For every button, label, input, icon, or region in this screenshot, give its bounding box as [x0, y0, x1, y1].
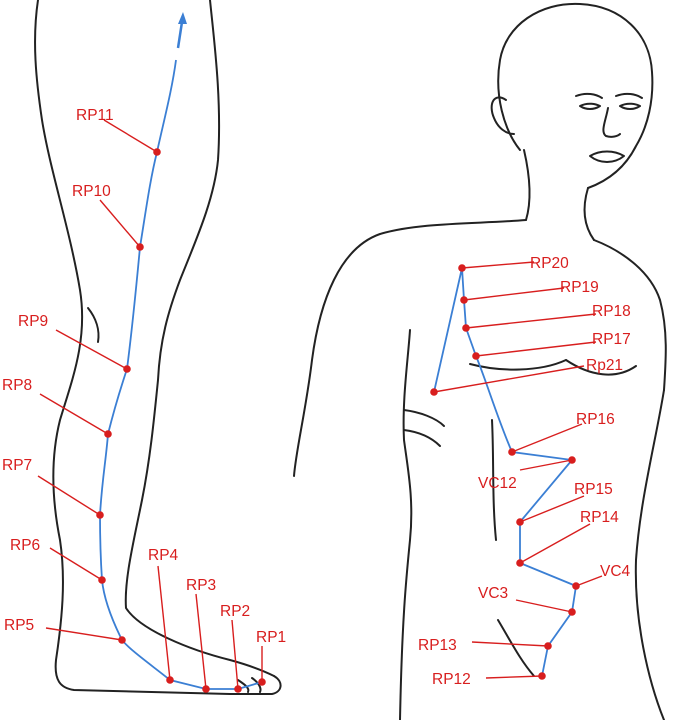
torso-meridian-line [433, 267, 577, 677]
leg-outline [34, 0, 282, 695]
acupoint-rp3: RP3 [186, 577, 216, 693]
label-rp9: RP9 [18, 313, 48, 330]
label-rp20: RP20 [530, 255, 569, 272]
label-rp7: RP7 [2, 457, 32, 474]
acupoint-rp10: RP10 [72, 183, 144, 251]
label-rp15: RP15 [574, 481, 613, 498]
acupoint-rp15: RP15 [516, 481, 613, 526]
label-rp18: RP18 [592, 303, 631, 320]
acupoint-vc12: VC12 [478, 456, 576, 492]
leg-meridian-arrow-shaft [176, 21, 184, 49]
label-rp4: RP4 [148, 547, 179, 564]
up-arrow-icon [178, 12, 187, 24]
leg-meridian-line [99, 59, 263, 690]
acupoint-vc3: VC3 [478, 585, 576, 616]
acupoint-rp14: RP14 [516, 509, 619, 567]
acupoint-rp13: RP13 [418, 637, 552, 654]
acupoint-rp8: RP8 [2, 377, 112, 438]
label-rp8: RP8 [2, 377, 32, 394]
label-rp12: RP12 [432, 671, 471, 688]
acupoint-rp17: RP17 [472, 331, 631, 360]
label-rp11: RP11 [76, 107, 114, 124]
label-rp13: RP13 [418, 637, 457, 654]
label-rp19: RP19 [560, 279, 599, 296]
label-rp1: RP1 [256, 629, 286, 646]
label-rp10: RP10 [72, 183, 111, 200]
acupoint-rp11: RP11 [76, 107, 161, 156]
label-rp5: RP5 [4, 617, 34, 634]
label-rp3: RP3 [186, 577, 216, 594]
torso-point-layer: RP12 RP13 VC3 VC4 RP14 RP [418, 255, 631, 688]
acupoint-rp5: RP5 [4, 617, 126, 644]
acupoint-rp9: RP9 [18, 313, 131, 373]
label-vc12: VC12 [478, 475, 517, 492]
label-vc3: VC3 [478, 585, 508, 602]
label-rp21: Rp21 [586, 357, 623, 374]
torso-outline [293, 2, 667, 720]
acupoint-rp12: RP12 [432, 671, 546, 688]
acupoint-rp4: RP4 [148, 547, 179, 684]
acupoint-vc4: VC4 [572, 563, 631, 590]
label-rp14: RP14 [580, 509, 619, 526]
acupoint-rp18: RP18 [462, 303, 631, 332]
acupoint-rp7: RP7 [2, 457, 104, 519]
label-rp17: RP17 [592, 331, 631, 348]
label-rp16: RP16 [576, 411, 615, 428]
label-vc4: VC4 [600, 563, 631, 580]
acupoint-rp20: RP20 [458, 255, 569, 272]
label-rp6: RP6 [10, 537, 40, 554]
label-rp2: RP2 [220, 603, 250, 620]
acupoint-rp2: RP2 [220, 603, 250, 693]
acupoint-rp1: RP1 [256, 629, 286, 686]
acupoint-rp21: Rp21 [430, 357, 623, 396]
acupoint-rp19: RP19 [460, 279, 599, 304]
acupoint-rp16: RP16 [508, 411, 615, 456]
acupoint-rp6: RP6 [10, 537, 106, 584]
leg-point-layer: RP1 RP2 RP3 RP4 RP5 RP6 [2, 107, 286, 693]
